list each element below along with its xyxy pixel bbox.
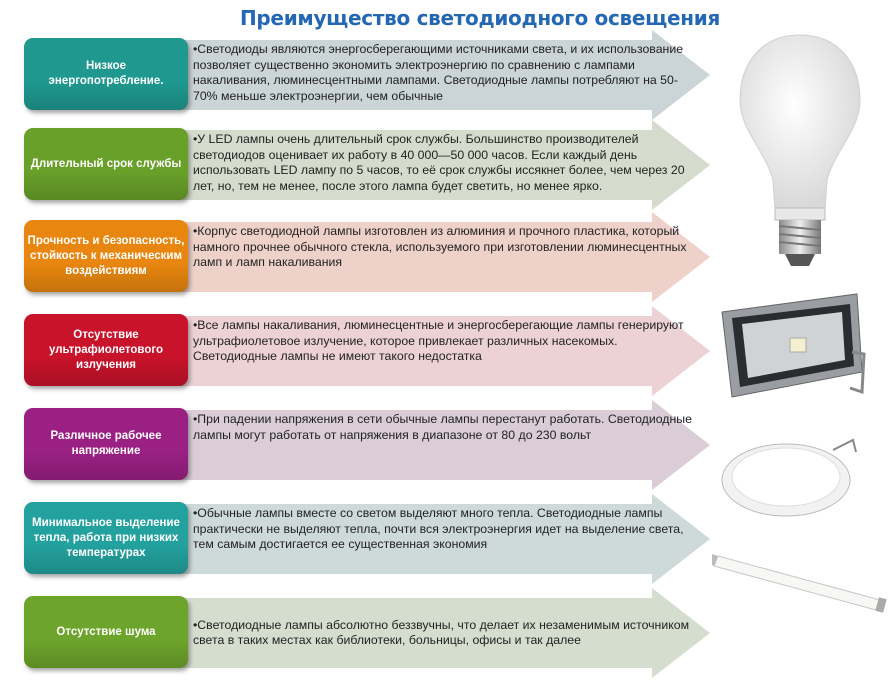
advantage-description: •При падении напряжения в сети обычные л…	[193, 412, 693, 443]
advantage-text: •Корпус светодиодной лампы изготовлен из…	[193, 224, 687, 269]
arrow-shape	[172, 494, 710, 584]
page-title: Преимущество светодиодного освещения	[239, 6, 721, 30]
arrow-shape	[172, 120, 710, 210]
advantage-text: •При падении напряжения в сети обычные л…	[193, 412, 692, 442]
advantage-text: •Обычные лампы вместе со светом выделяют…	[193, 506, 684, 551]
advantage-description: •Корпус светодиодной лампы изготовлен из…	[193, 224, 693, 271]
arrow-shape	[172, 30, 710, 120]
advantage-label: Отсутствие шума	[24, 596, 188, 668]
advantage-description: •Обычные лампы вместе со светом выделяют…	[193, 506, 693, 553]
led-tube-image	[712, 554, 887, 613]
advantage-row: Отсутствие шума •Светодиодные лампы абсо…	[22, 588, 712, 678]
led-floodlight-image	[721, 293, 866, 398]
advantage-label: Различное рабочее напряжение	[24, 408, 188, 480]
advantage-label: Низкое энергопотребление.	[24, 38, 188, 110]
advantage-row: Низкое энергопотребление. •Светодиоды яв…	[22, 30, 712, 120]
advantage-text: •Светодиодные лампы абсолютно беззвучны,…	[193, 617, 690, 648]
advantage-description: •У LED лампы очень длительный срок служб…	[193, 132, 693, 194]
arrow-shape	[172, 212, 710, 302]
advantage-label: Отсутствие ультрафиолетового излучения	[24, 314, 188, 386]
advantage-description: •Все лампы накаливания, люминесцентные и…	[193, 318, 693, 365]
led-bulb-image	[739, 34, 861, 266]
advantage-description: •Светодиодные лампы абсолютно беззвучны,…	[193, 588, 693, 678]
arrow-shape	[172, 400, 710, 490]
arrow-shape	[172, 588, 710, 678]
advantage-row: Длительный срок службы •У LED лампы очен…	[22, 120, 712, 210]
advantage-description: •Светодиоды являются энергосберегающими …	[193, 42, 693, 104]
advantage-label: Минимальное выделение тепла, работа при …	[24, 502, 188, 574]
advantage-row: Отсутствие ультрафиолетового излучения •…	[22, 306, 712, 396]
advantage-row: Прочность и безопасность, стойкость к ме…	[22, 212, 712, 302]
led-panel-light-image	[721, 438, 857, 517]
arrow-shape	[172, 306, 710, 396]
advantage-row: Различное рабочее напряжение •При падени…	[22, 400, 712, 490]
advantage-text: •Светодиоды являются энергосберегающими …	[193, 42, 684, 103]
advantage-label: Прочность и безопасность, стойкость к ме…	[24, 220, 188, 292]
advantage-row: Минимальное выделение тепла, работа при …	[22, 494, 712, 584]
advantage-text: •У LED лампы очень длительный срок служб…	[193, 132, 685, 193]
advantage-text: •Все лампы накаливания, люминесцентные и…	[193, 318, 684, 363]
advantage-label: Длительный срок службы	[24, 128, 188, 200]
